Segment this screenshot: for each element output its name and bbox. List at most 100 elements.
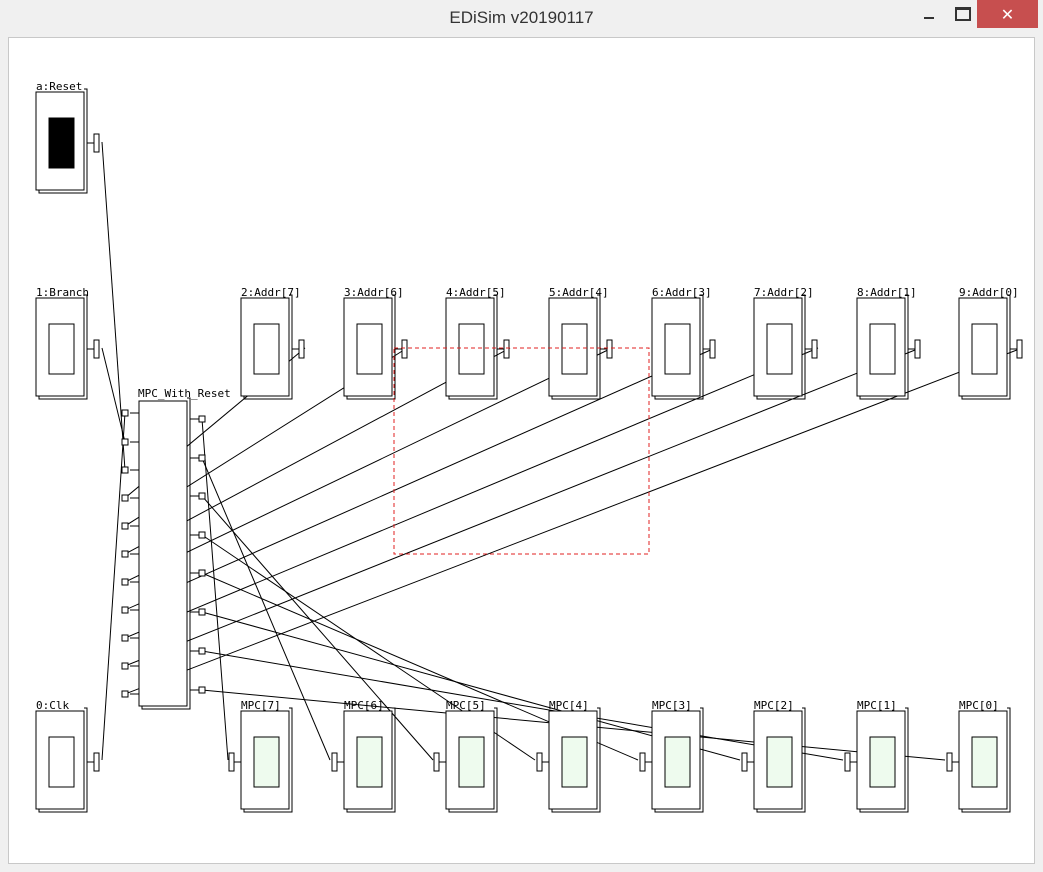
addr-switch-3-pin[interactable] xyxy=(709,339,716,359)
mpc-with-reset-label: MPC_With_Reset xyxy=(138,387,231,400)
mpc-output-1-label: MPC[1] xyxy=(857,699,897,712)
mpc-output-pin[interactable] xyxy=(198,647,206,655)
reset-switch-label: a:Reset xyxy=(36,80,82,93)
mpc-output-4-led xyxy=(561,736,588,788)
addr-switch-1-label: 8:Addr[1] xyxy=(857,286,917,299)
circuit-diagram[interactable]: a:Reset 1:Branch 0:Clk 2:Addr[7] 3:Addr[6] 4:… xyxy=(9,38,1036,865)
addr-switch-1[interactable]: 8:Addr[1] xyxy=(856,286,921,400)
close-button[interactable]: ✕ xyxy=(977,0,1038,28)
wire xyxy=(124,347,613,583)
mpc-output-7-led xyxy=(253,736,280,788)
close-icon: ✕ xyxy=(1000,4,1015,24)
mpc-input-pin[interactable] xyxy=(121,634,129,642)
addr-switch-2-label: 7:Addr[2] xyxy=(754,286,814,299)
wire xyxy=(201,495,434,761)
mpc-output-0-led xyxy=(971,736,998,788)
wire xyxy=(124,347,921,667)
clk-switch-label: 0:Clk xyxy=(36,699,69,712)
clk-switch[interactable]: 0:Clk xyxy=(35,699,100,813)
mpc-output-pin[interactable] xyxy=(198,608,206,616)
wire xyxy=(201,418,229,761)
addr-switch-2-pin[interactable] xyxy=(811,339,818,359)
addr-switch-2[interactable]: 7:Addr[2] xyxy=(753,286,818,400)
reset-switch-pin[interactable] xyxy=(93,133,100,153)
mpc-output-4-pin[interactable] xyxy=(536,752,543,772)
mpc-input-pin[interactable] xyxy=(121,578,129,586)
maximize-button[interactable] xyxy=(940,0,986,28)
mpc-output-7-label: MPC[7] xyxy=(241,699,281,712)
mpc-output-5-label: MPC[5] xyxy=(446,699,486,712)
wires xyxy=(101,141,1023,761)
addr-switch-1-led xyxy=(869,323,896,375)
addr-switch-0-label: 9:Addr[0] xyxy=(959,286,1019,299)
mpc-output-1-led xyxy=(869,736,896,788)
mpc-output-2: MPC[2] xyxy=(741,699,806,813)
addr-switch-0-led xyxy=(971,323,998,375)
wire xyxy=(201,611,741,761)
mpc-output-0-pin[interactable] xyxy=(946,752,953,772)
mpc-output-3-pin[interactable] xyxy=(639,752,646,772)
mpc-output-7-pin[interactable] xyxy=(228,752,235,772)
mpc-output-pin[interactable] xyxy=(198,415,206,423)
addr-switch-6[interactable]: 3:Addr[6] xyxy=(343,286,408,400)
addr-switch-6-led xyxy=(356,323,383,375)
mpc-output-4-label: MPC[4] xyxy=(549,699,589,712)
minimize-button[interactable] xyxy=(906,0,952,28)
mpc-output-pin[interactable] xyxy=(198,686,206,694)
branch-switch-pin[interactable] xyxy=(93,339,100,359)
mpc-output-2-label: MPC[2] xyxy=(754,699,794,712)
mpc-output-1: MPC[1] xyxy=(844,699,909,813)
mpc-with-reset-block[interactable]: MPC_With_Reset xyxy=(121,387,231,710)
mpc-output-0: MPC[0] xyxy=(946,699,1011,813)
mpc-input-pin[interactable] xyxy=(121,662,129,670)
branch-switch[interactable]: 1:Branch xyxy=(35,286,100,400)
addr-switch-3-label: 6:Addr[3] xyxy=(652,286,712,299)
mpc-input-pin[interactable] xyxy=(121,438,129,446)
addr-switch-5-pin[interactable] xyxy=(503,339,510,359)
mpc-output-pin[interactable] xyxy=(198,531,206,539)
mpc-output-pin[interactable] xyxy=(198,492,206,500)
minimize-icon xyxy=(924,17,934,19)
mpc-output-5-pin[interactable] xyxy=(433,752,440,772)
addr-switch-4[interactable]: 5:Addr[4] xyxy=(548,286,613,400)
mpc-input-pin[interactable] xyxy=(121,690,129,698)
mpc-input-pin[interactable] xyxy=(121,466,129,474)
mpc-output-0-label: MPC[0] xyxy=(959,699,999,712)
wire xyxy=(201,650,844,761)
addr-switch-1-pin[interactable] xyxy=(914,339,921,359)
branch-switch-label: 1:Branch xyxy=(36,286,89,299)
title-bar: EDiSim v20190117 ✕ xyxy=(0,0,1043,36)
mpc-output-6-label: MPC[6] xyxy=(344,699,384,712)
mpc-output-6-pin[interactable] xyxy=(331,752,338,772)
addr-switch-0[interactable]: 9:Addr[0] xyxy=(958,286,1023,400)
mpc-output-2-led xyxy=(766,736,793,788)
mpc-output-4: MPC[4] xyxy=(536,699,601,813)
wire xyxy=(101,347,126,443)
clk-switch-pin[interactable] xyxy=(93,752,100,772)
addr-switch-0-pin[interactable] xyxy=(1016,339,1023,359)
addr-switch-3[interactable]: 6:Addr[3] xyxy=(651,286,716,400)
selection-rectangle xyxy=(393,347,650,555)
mpc-output-3: MPC[3] xyxy=(639,699,704,813)
circuit-canvas[interactable]: a:Reset 1:Branch 0:Clk 2:Addr[7] 3:Addr[6] 4:… xyxy=(8,37,1035,864)
clk-switch-led xyxy=(48,736,75,788)
mpc-output-1-pin[interactable] xyxy=(844,752,851,772)
reset-switch-led xyxy=(48,117,75,169)
addr-switch-4-pin[interactable] xyxy=(606,339,613,359)
mpc-output-pin[interactable] xyxy=(198,569,206,577)
mpc-output-pin[interactable] xyxy=(198,454,206,462)
reset-switch[interactable]: a:Reset xyxy=(35,80,100,194)
addr-switch-4-led xyxy=(561,323,588,375)
mpc-input-pin[interactable] xyxy=(121,550,129,558)
mpc-input-pin[interactable] xyxy=(121,522,129,530)
addr-switch-7[interactable]: 2:Addr[7] xyxy=(240,286,305,400)
mpc-input-pin[interactable] xyxy=(121,606,129,614)
addr-switch-5[interactable]: 4:Addr[5] xyxy=(445,286,510,400)
addr-switch-6-pin[interactable] xyxy=(401,339,408,359)
wire xyxy=(101,412,126,761)
mpc-input-pin[interactable] xyxy=(121,494,129,502)
mpc-input-pin[interactable] xyxy=(121,409,129,417)
addr-switch-7-pin[interactable] xyxy=(298,339,305,359)
mpc-output-5: MPC[5] xyxy=(433,699,498,813)
mpc-output-2-pin[interactable] xyxy=(741,752,748,772)
